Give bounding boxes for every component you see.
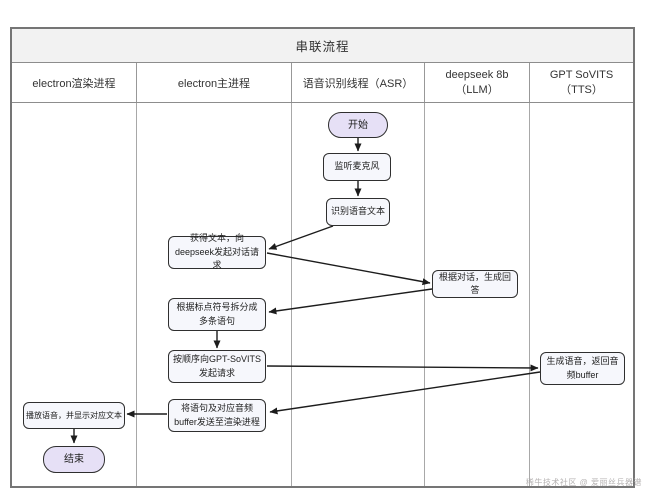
lane-llm [425, 103, 530, 486]
node-split-sentences: 根据标点符号拆分成多条语句 [168, 298, 266, 331]
lane-electron-renderer [12, 103, 137, 486]
node-recognize-text: 识别语音文本 [326, 198, 390, 226]
lane-header-asr: 语音识别线程（ASR） [292, 63, 425, 102]
node-request-deepseek: 获得文本，向deepseek发起对话请求 [168, 233, 266, 270]
lane-tts [530, 103, 633, 486]
node-send-to-renderer: 将语句及对应音频buffer发送至渲染进程 [168, 399, 266, 432]
node-generate-audio: 生成语音，返回音频buffer [540, 352, 625, 385]
node-start: 开始 [328, 112, 388, 138]
lane-header-tts: GPT SoVITS（TTS） [549, 68, 614, 96]
node-generate-answer: 根据对话，生成回答 [432, 270, 518, 298]
watermark: 稀牛技术社区 @ 爱丽丝兵器谱 [525, 478, 642, 487]
diagram-title-row: 串联流程 [12, 29, 633, 63]
node-request-tts: 按顺序向GPT-SoVITS发起请求 [168, 350, 266, 383]
node-end: 结束 [43, 446, 105, 473]
lane-header-row: electron渲染进程 electron主进程 语音识别线程（ASR） dee… [12, 63, 633, 103]
node-listen-mic: 监听麦克风 [323, 153, 391, 181]
lane-header-llm: deepseek 8b（LLM） [425, 63, 530, 102]
diagram-title: 串联流程 [295, 40, 350, 54]
node-play-audio: 播放语音，并显示对应文本 [23, 402, 125, 429]
lane-header-electron-main: electron主进程 [137, 63, 292, 102]
lane-header-electron-renderer: electron渲染进程 [12, 63, 137, 102]
